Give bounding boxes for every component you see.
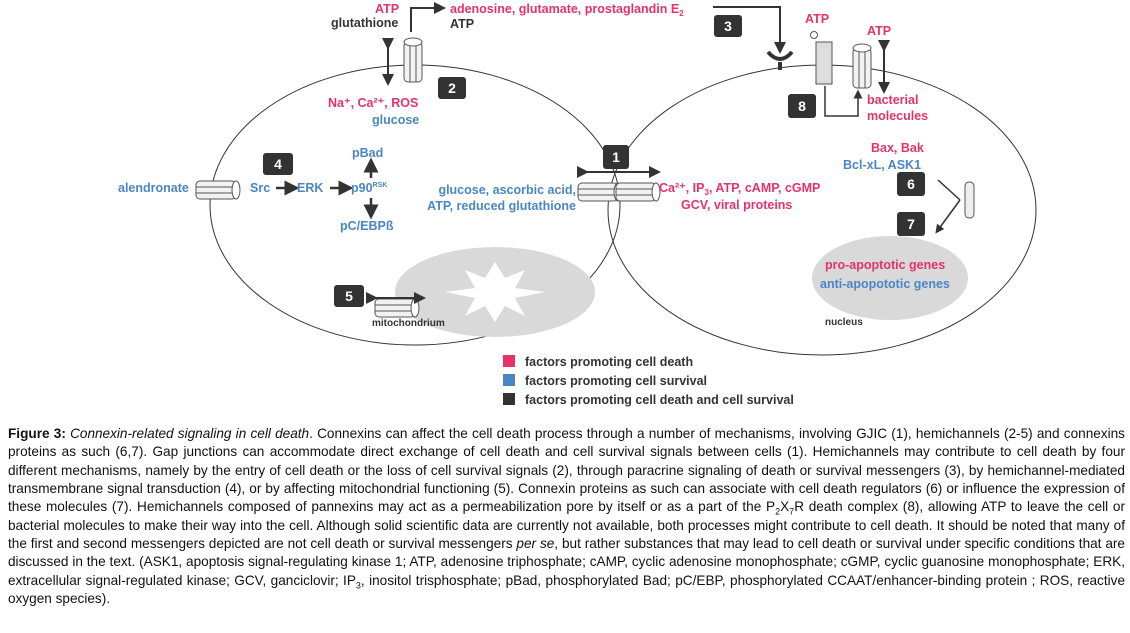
box-6: 6 — [897, 172, 925, 196]
nucleus-shape — [812, 236, 968, 320]
box-7: 7 — [897, 212, 925, 236]
bacterial-line1: bacterial — [867, 93, 918, 107]
box-1: 1 — [603, 145, 629, 169]
ions-label: Na⁺, Ca²⁺, ROS — [328, 96, 418, 110]
hemichannel-icon — [403, 37, 423, 83]
release-arrow — [410, 2, 446, 32]
box-3: 3 — [714, 15, 742, 37]
regulator-arrows — [938, 179, 961, 230]
p2x7-arrow — [824, 86, 863, 117]
svg-text:8: 8 — [798, 98, 806, 114]
legend-swatch-both — [503, 393, 515, 405]
gap-survival-line2: ATP, reduced glutathione — [427, 199, 576, 213]
legend-swatch-survival — [503, 374, 515, 386]
atp-label: ATP — [867, 24, 891, 38]
svg-text:2: 2 — [448, 80, 456, 96]
glucose-label: glucose — [372, 113, 419, 127]
paracrine-messengers-label: adenosine, glutamate, prostaglandin E2 — [450, 2, 684, 18]
glutathione-label: glutathione — [331, 16, 398, 30]
box-2: 2 — [438, 77, 466, 99]
pbad-label: pBad — [352, 146, 383, 160]
gap-survival-line1: glucose, ascorbic acid, — [438, 183, 576, 197]
svg-text:4: 4 — [274, 156, 282, 172]
pcebp-label: pC/EBPß — [340, 219, 394, 233]
hemichannel-horizontal-icon — [195, 180, 241, 200]
p2x7-receptor-icon — [815, 41, 833, 85]
bacterial-line2: molecules — [867, 109, 928, 123]
gap-death-line1: Ca²⁺, IP3, ATP, cAMP, cGMP — [659, 181, 820, 197]
mitochondrium-label: mitochondrium — [372, 318, 445, 329]
p90rsk-label: p90RSK — [351, 181, 387, 195]
anti-apoptotic-label: anti-apopototic genes — [820, 277, 950, 291]
pannexin-channel-icon — [852, 43, 872, 89]
box-8: 8 — [788, 94, 816, 118]
legend-label: factors promoting cell death and cell su… — [525, 393, 794, 407]
mitochondrion-star — [445, 262, 545, 322]
legend-swatch-death — [503, 355, 515, 367]
box-4: 4 — [263, 153, 293, 175]
svg-text:5: 5 — [345, 288, 353, 304]
legend-label: factors promoting cell death — [525, 355, 693, 369]
bax-label: Bax, Bak — [871, 141, 924, 155]
bcl-label: Bcl-xL, ASK1 — [843, 158, 921, 172]
legend: factors promoting cell death factors pro… — [503, 355, 794, 407]
receptor-icon — [766, 50, 794, 70]
atp-molecule-icon — [810, 31, 818, 39]
svg-text:7: 7 — [907, 216, 915, 232]
nucleus-label: nucleus — [825, 317, 863, 328]
figure-diagram: ATP glutathione adenosine, glutamate, pr… — [118, 2, 1037, 407]
figure-caption: Figure 3: Connexin-related signaling in … — [8, 426, 1126, 607]
box-5: 5 — [334, 285, 364, 307]
figure-label: Figure 3: — [8, 426, 66, 441]
pro-apoptotic-label: pro-apoptotic genes — [825, 258, 945, 272]
connexin-protein-icon — [964, 181, 975, 219]
src-label: Src — [250, 181, 270, 195]
connexon-icon — [577, 182, 623, 202]
figure-title: Connexin-related signaling in cell death — [70, 426, 310, 441]
legend-label: factors promoting cell survival — [525, 374, 707, 388]
atp-out-label: ATP — [375, 2, 399, 16]
atp-label: ATP — [805, 12, 829, 26]
hemichannel-horizontal-icon — [374, 298, 420, 318]
connexon-icon — [615, 182, 661, 202]
svg-text:1: 1 — [612, 149, 620, 165]
svg-text:3: 3 — [724, 18, 732, 34]
svg-text:6: 6 — [907, 176, 915, 192]
paracrine-arrow — [713, 6, 786, 54]
gap-death-line2: GCV, viral proteins — [681, 198, 792, 212]
alendronate-label: alendronate — [118, 181, 189, 195]
paracrine-atp-label: ATP — [450, 17, 474, 31]
erk-label: ERK — [297, 181, 323, 195]
